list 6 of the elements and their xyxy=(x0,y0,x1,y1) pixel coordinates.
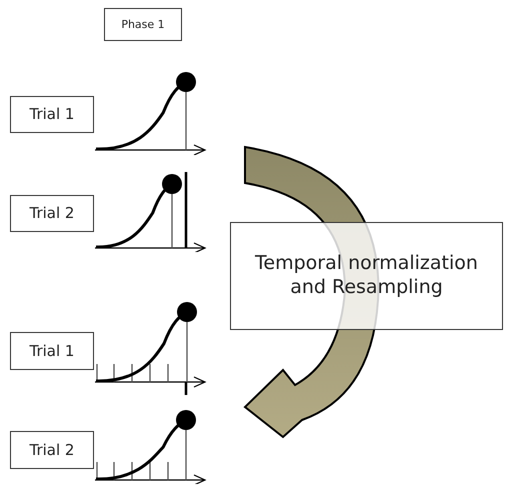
label-box: Trial 1 xyxy=(10,332,94,370)
label-box: Trial 2 xyxy=(10,195,94,232)
label-box: Phase 1 xyxy=(104,8,182,41)
label-box: Trial 1 xyxy=(10,96,94,133)
label-box: Temporal normalization and Resampling xyxy=(230,222,503,330)
label-box: Trial 2 xyxy=(10,431,94,469)
